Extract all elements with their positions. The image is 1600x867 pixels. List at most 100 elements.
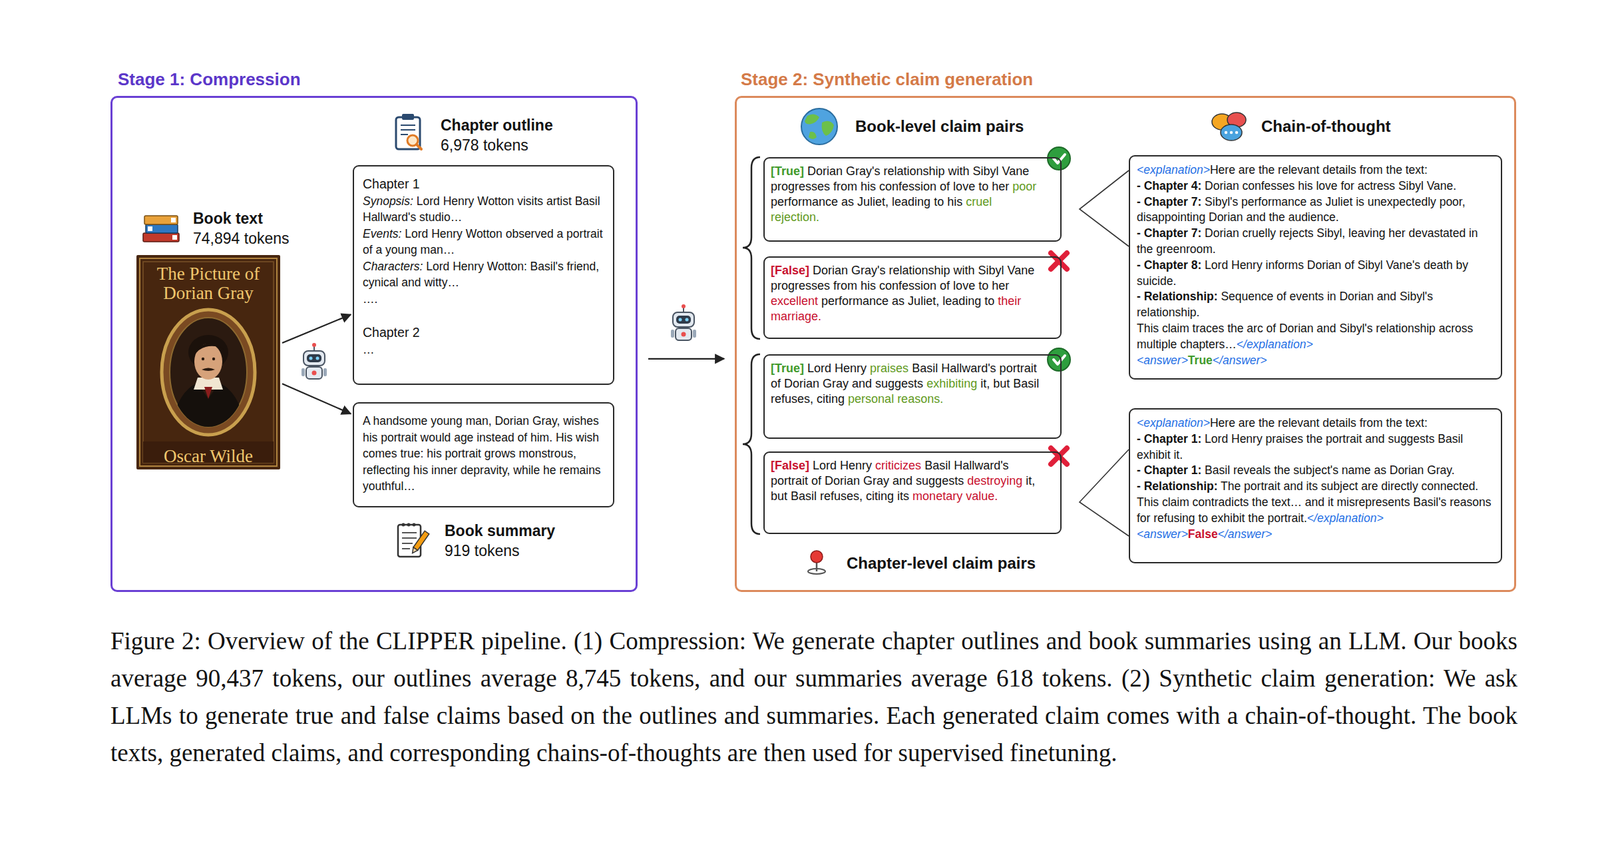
bullet-label: - Chapter 7: <box>1136 195 1202 209</box>
book-cover-art-part <box>136 254 281 470</box>
body-text: Lord Henry <box>807 361 867 375</box>
true-tag: [True] <box>770 361 804 375</box>
token-count: 919 tokens <box>444 541 520 560</box>
supporting-phrase: . <box>815 210 820 224</box>
figure-caption: Figure 2: Overview of the CLIPPER pipeli… <box>110 622 1518 772</box>
text-line: - Chapter 7: Sibyl's performance as Juli… <box>1136 194 1495 227</box>
contradicting-phrase: destroying <box>967 473 1023 488</box>
token-count: 6,978 tokens <box>440 136 529 154</box>
book-stack-icon-part <box>145 224 178 233</box>
answer-true: True <box>1188 353 1213 367</box>
robot-icon-part <box>681 304 686 309</box>
bullet-label: - Chapter 4: <box>1136 179 1202 193</box>
body-text: Here are the relevant details from the t… <box>1209 415 1428 430</box>
text-line: [False] Lord Henry criticizes Basil Hall… <box>770 457 1043 504</box>
robot-icon-part <box>309 356 313 361</box>
node-heading: Book text74,894 tokens <box>193 208 290 249</box>
book-stack-icon-part <box>171 217 176 223</box>
robot-icon-part <box>312 342 317 347</box>
bullet-label: - Chapter 8: <box>1136 258 1202 272</box>
outline-box: Chapter outline6,978 tokensChapter 1Syno… <box>352 165 615 385</box>
node-body: [True] Lord Henry praises Basil Hallward… <box>764 355 1061 412</box>
false-tag: [False] <box>770 263 810 277</box>
check-mark-icon-part <box>1053 154 1065 164</box>
body-text: performance as Juliet, leading to <box>821 294 995 308</box>
check-mark-icon <box>1047 348 1071 371</box>
arrow-connector <box>282 383 351 414</box>
book-stack-icon <box>143 215 180 242</box>
book-cover-art-part <box>143 261 274 463</box>
false-tag: [False] <box>770 458 810 472</box>
text-line: The Picture of Dorian Gray <box>140 264 277 303</box>
text-line: A handsome young man, Dorian Gray, wishe… <box>362 412 605 495</box>
book-stack-icon-part <box>143 232 180 242</box>
supporting-phrase: praises <box>869 361 909 375</box>
book-stack-icon-part <box>147 226 153 231</box>
chapter-heading: Chapter 2 <box>362 324 420 340</box>
stage-title: Stage 1: Compression <box>117 69 301 90</box>
field-label: Events: <box>362 226 402 241</box>
text-line: Chapter outline <box>440 115 554 136</box>
node-heading: Chapter outline6,978 tokens <box>440 115 554 156</box>
book-cover-art-part-part <box>212 357 215 361</box>
robot-icon-part <box>678 318 683 322</box>
robot-icon-part <box>303 350 325 366</box>
xml-tag: </answer> <box>1217 527 1273 541</box>
claim-box: [True] Dorian Gray's relationship with S… <box>763 157 1062 242</box>
text-line: Oscar Wilde <box>140 445 277 467</box>
bullet-label: - Chapter 1: <box>1136 431 1202 446</box>
text-line: This claim traces the arc of Dorian and … <box>1136 320 1495 353</box>
globe-icon <box>801 108 838 145</box>
text-line: Stage 2: Synthetic claim generation <box>740 68 1033 90</box>
book-stack-icon-part <box>172 234 178 240</box>
xml-tag: </answer> <box>1212 353 1268 367</box>
body-text: Dorian Gray's relationship with Sibyl Va… <box>770 263 1035 293</box>
supporting-phrase: poor <box>1012 179 1037 194</box>
notepad-icon-part <box>401 523 406 527</box>
heading-text: Book text <box>193 209 263 227</box>
globe-icon-part <box>804 113 820 124</box>
node-heading: Book summary919 tokens <box>444 520 556 561</box>
text-line: Book text <box>193 208 290 229</box>
text-line: <explanation>Here are the relevant detai… <box>1136 162 1495 179</box>
stage-title: Stage 2: Synthetic claim generation <box>740 69 1033 90</box>
globe-icon-part <box>808 131 817 140</box>
globe-icon-part <box>821 121 834 136</box>
text-line: 6,978 tokens <box>440 135 554 156</box>
location-pin-icon <box>807 550 826 574</box>
contradicting-phrase: . <box>817 309 822 323</box>
clipboard-icon-part <box>400 124 416 126</box>
curly-brace-part <box>742 354 761 534</box>
bullet-label: - Relationship: <box>1136 479 1218 493</box>
text-line: Chapter 1 <box>362 175 605 194</box>
xml-tag: </explanation> <box>1307 511 1384 525</box>
notepad-icon-part <box>401 531 417 534</box>
node-body: <explanation>Here are the relevant detai… <box>1130 156 1501 375</box>
text-line: - Chapter 8: Lord Henry informs Dorian o… <box>1136 257 1495 290</box>
bullet-label: - Chapter 1: <box>1136 463 1202 477</box>
cross-mark-icon <box>1050 252 1067 269</box>
text-line: Stage 1: Compression <box>117 68 301 90</box>
body-text: Dorian confesses his love for actress Si… <box>1204 179 1457 193</box>
notepad-icon-part <box>401 537 417 539</box>
book-cover-art <box>136 254 281 470</box>
text-line: - Chapter 1: Lord Henry praises the port… <box>1136 431 1495 464</box>
body-text: The portrait and its subject are directl… <box>1220 479 1479 493</box>
xml-tag: </explanation> <box>1236 337 1314 351</box>
node-body: <explanation>Here are the relevant detai… <box>1130 409 1501 548</box>
supporting-phrase: exhibiting <box>926 376 978 391</box>
clipboard-icon-part <box>401 113 414 120</box>
chat-bubbles-icon-part <box>1224 131 1228 134</box>
text-line: …. <box>362 290 605 308</box>
text-line: [True] Lord Henry praises Basil Hallward… <box>770 360 1043 407</box>
contradicting-phrase: . <box>994 489 998 503</box>
text-line: [True] Dorian Gray's relationship with S… <box>770 163 1043 225</box>
robot-icon-part <box>676 315 691 324</box>
notepad-icon-part-part <box>413 530 430 550</box>
body-text: performance as Juliet, leading to his <box>770 195 963 209</box>
text-line: - Chapter 7: Dorian cruelly rejects Siby… <box>1136 225 1495 258</box>
stage-panel: Stage 2: Synthetic claim generation[True… <box>734 95 1517 592</box>
notepad-icon-part <box>407 523 411 527</box>
cover-author: Oscar Wilde <box>163 445 253 466</box>
supporting-phrase: personal reasons <box>847 392 940 406</box>
